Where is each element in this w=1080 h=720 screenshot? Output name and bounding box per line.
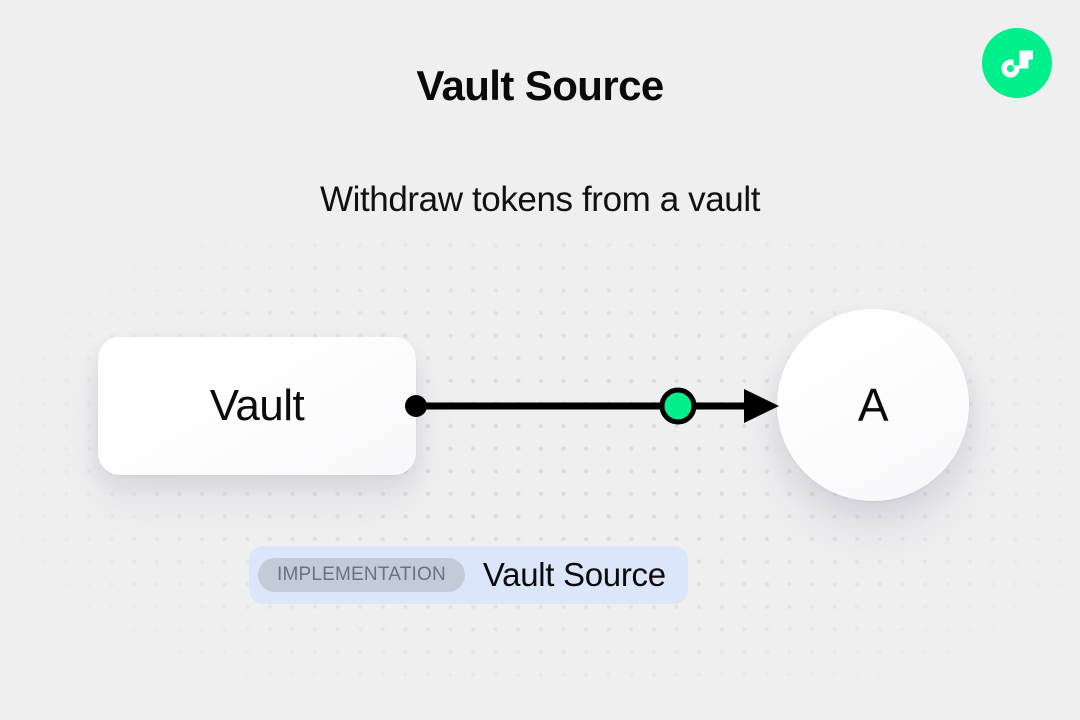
implementation-name: Vault Source xyxy=(482,556,666,593)
implementation-kind-chip: IMPLEMENTATION xyxy=(258,558,465,592)
page-title: Vault Source xyxy=(416,62,664,109)
edge-midpoint-marker[interactable] xyxy=(659,387,697,425)
node-a[interactable]: A xyxy=(777,309,969,501)
node-vault[interactable]: Vault xyxy=(98,337,416,475)
flow-logo[interactable] xyxy=(982,28,1052,98)
implementation-badge[interactable]: IMPLEMENTATION Vault Source xyxy=(249,546,688,604)
edge-arrowhead-icon xyxy=(744,389,779,423)
node-vault-label: Vault xyxy=(209,381,305,430)
node-a-label: A xyxy=(857,379,889,431)
page-subtitle: Withdraw tokens from a vault xyxy=(319,180,761,219)
